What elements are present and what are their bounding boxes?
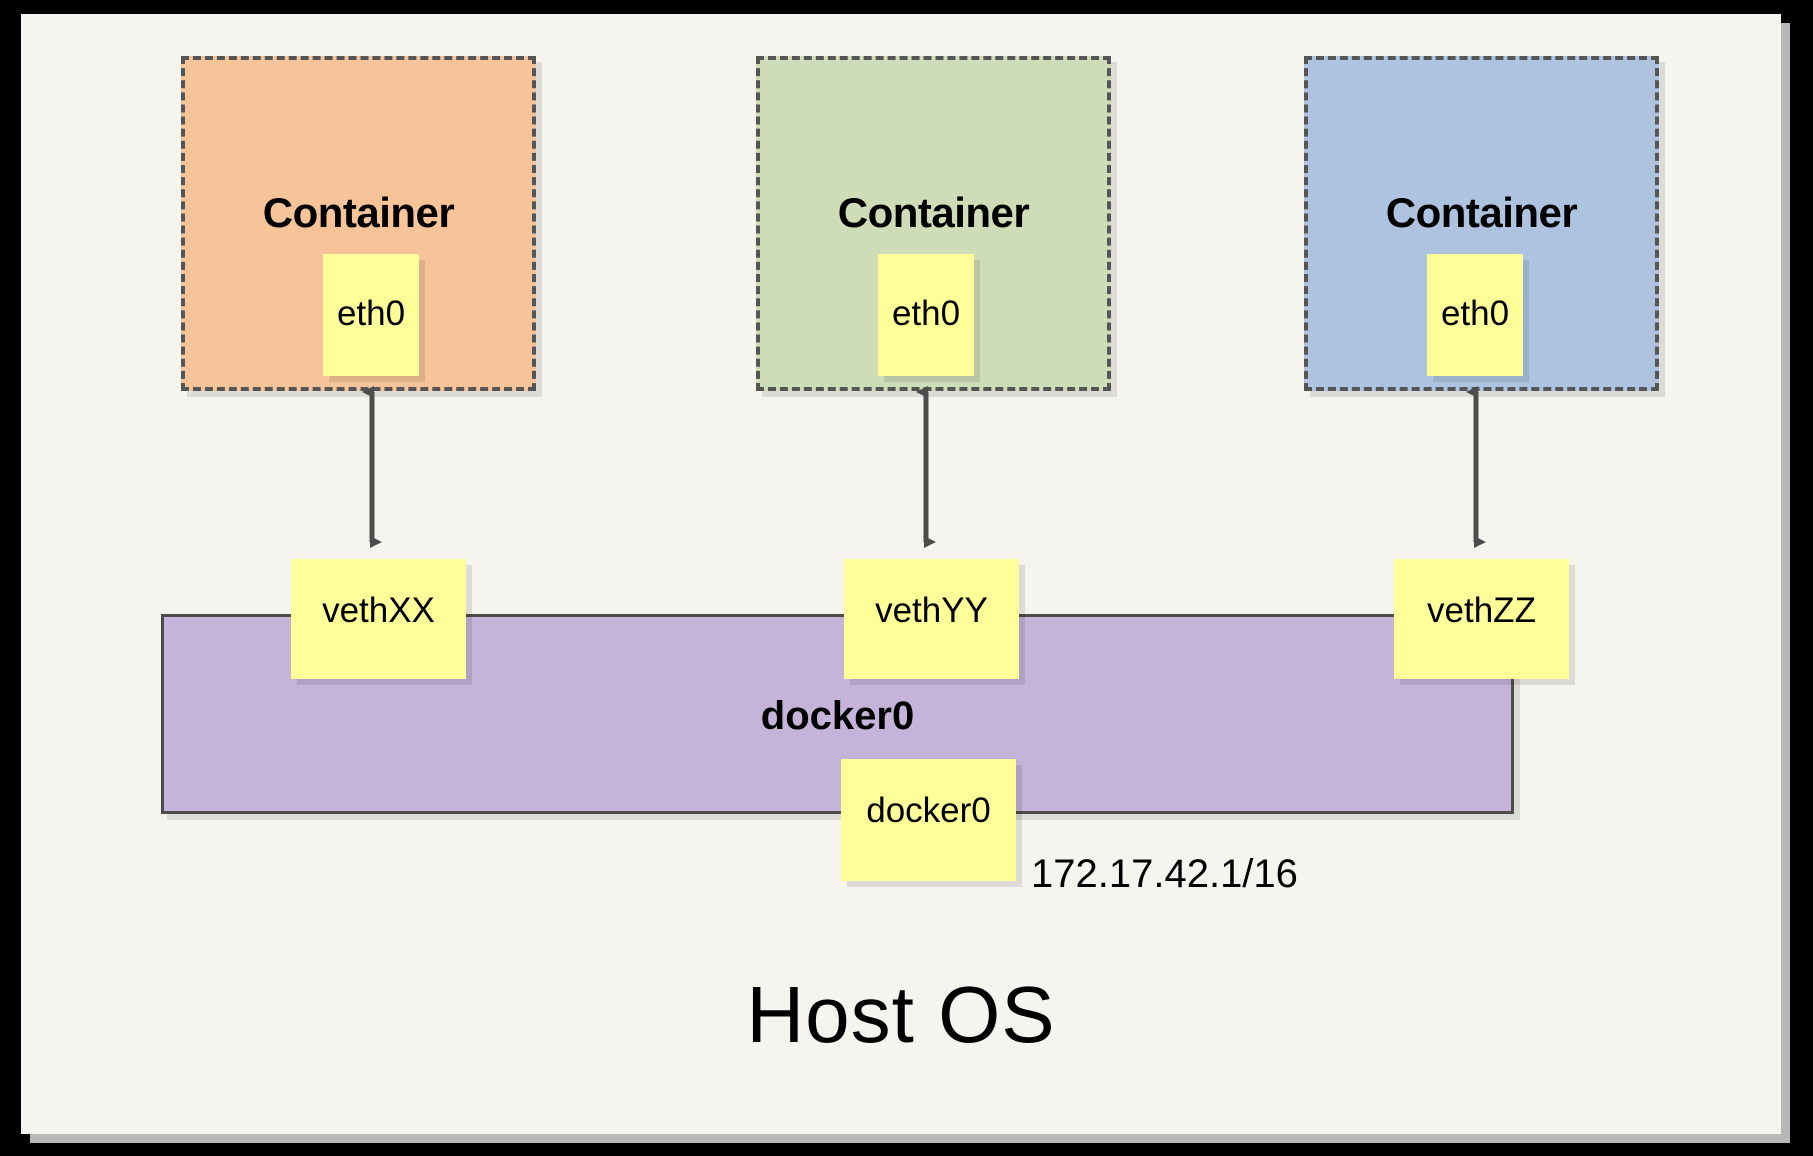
docker0-bridge-label: docker0 (760, 694, 915, 738)
docker0-bridge-bar[interactable] (161, 614, 1514, 814)
container-title-3: Container (1385, 189, 1578, 236)
docker0-ip-label: 172.17.42.1/16 (1031, 852, 1298, 896)
container-box-3[interactable] (1304, 56, 1659, 391)
veth-link-arrow-1 (362, 386, 382, 548)
veth-link-arrow-3 (1466, 386, 1486, 548)
host-os-label: Host OS (746, 970, 1056, 1059)
veth-box-1[interactable]: vethXX (291, 559, 466, 679)
docker0-interface-box[interactable]: docker0 (841, 759, 1016, 881)
veth-link-arrow-2 (916, 386, 936, 548)
diagram-canvas: Container eth0 Container eth0 Container … (21, 14, 1781, 1134)
eth0-box-1[interactable]: eth0 (323, 254, 419, 376)
veth-box-3[interactable]: vethZZ (1394, 559, 1569, 679)
container-title-1: Container (262, 189, 455, 236)
veth-box-2[interactable]: vethYY (844, 559, 1019, 679)
eth0-box-2[interactable]: eth0 (878, 254, 974, 376)
container-title-2: Container (837, 189, 1030, 236)
eth0-box-3[interactable]: eth0 (1427, 254, 1523, 376)
